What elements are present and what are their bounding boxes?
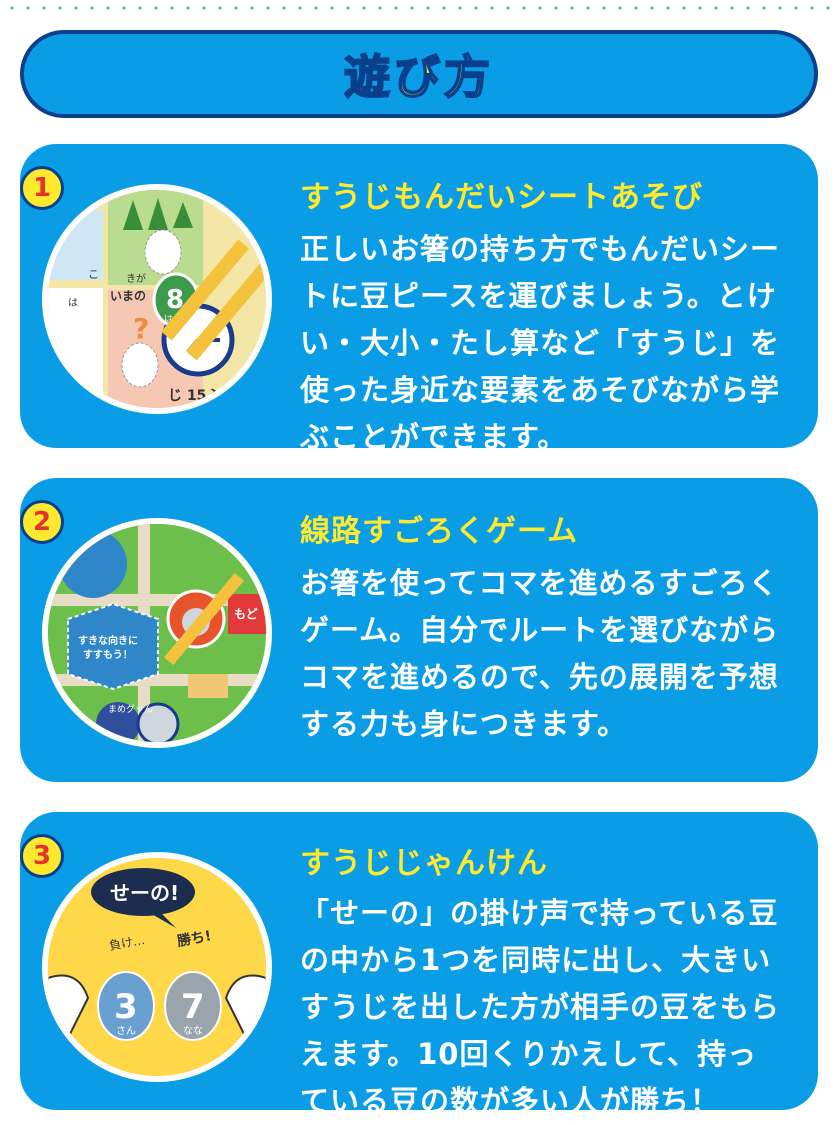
win-text: 勝ち! (176, 927, 213, 950)
bean-piece-number: 8 (166, 285, 184, 315)
label-ko: こ (88, 268, 99, 281)
label-ha: は (68, 297, 78, 309)
label-imano: いまの (110, 289, 146, 303)
right-bean-number: 7 (181, 987, 205, 1027)
speech-bubble-text: せーの! (110, 881, 179, 905)
modo-text: もど (234, 607, 258, 621)
question-mark: ? (133, 312, 149, 345)
illustration-number-sheet: ? 8 はち きが いまの じ 15ふん こ は (42, 184, 272, 414)
bottom-text: まめグッん (108, 703, 153, 715)
title-banner: 遊び方 (20, 30, 818, 118)
section-body-1: 正しいお箸の持ち方でもんだいシートに豆ピースを運びましょう。とけい・大小・たし算… (300, 232, 781, 454)
label-kiga: きが (126, 272, 146, 285)
section-heading-3: すうじじゃんけん (300, 846, 548, 881)
step-number-badge-3: 3 (20, 834, 64, 878)
left-bean-number: 3 (114, 987, 138, 1027)
section-body-3: 「せーの」の掛け声で持っている豆の中から1つを同時に出し、大きいすうじを出した方… (300, 896, 781, 1118)
right-bean-reading: なな (183, 1025, 203, 1037)
section-heading-2: 線路すごろくゲーム (300, 514, 579, 549)
section-heading-1: すうじもんだいシートあそび (300, 180, 703, 215)
section-body-2: お箸を使ってコマを進めるすごろくゲーム。自分でルートを選びながらコマを進めるので… (300, 566, 780, 741)
tile-text-line2: すすもう！ (83, 649, 133, 661)
step-number-badge-1: 1 (20, 166, 64, 210)
step-number-badge-2: 2 (20, 500, 64, 544)
illustration-sugoroku-board: すきな向きに すすもう！ もど まめグッん (42, 518, 272, 748)
illustration-number-janken: せーの! 負け… 勝ち! 3 さん 7 なな (42, 852, 272, 1082)
tile-text-line1: すきな向きに (78, 634, 138, 647)
left-bean-reading: さん (116, 1025, 136, 1037)
lose-text: 負け… (108, 933, 146, 953)
page-title: 遊び方 (343, 49, 494, 105)
top-dotted-border (4, 6, 836, 10)
